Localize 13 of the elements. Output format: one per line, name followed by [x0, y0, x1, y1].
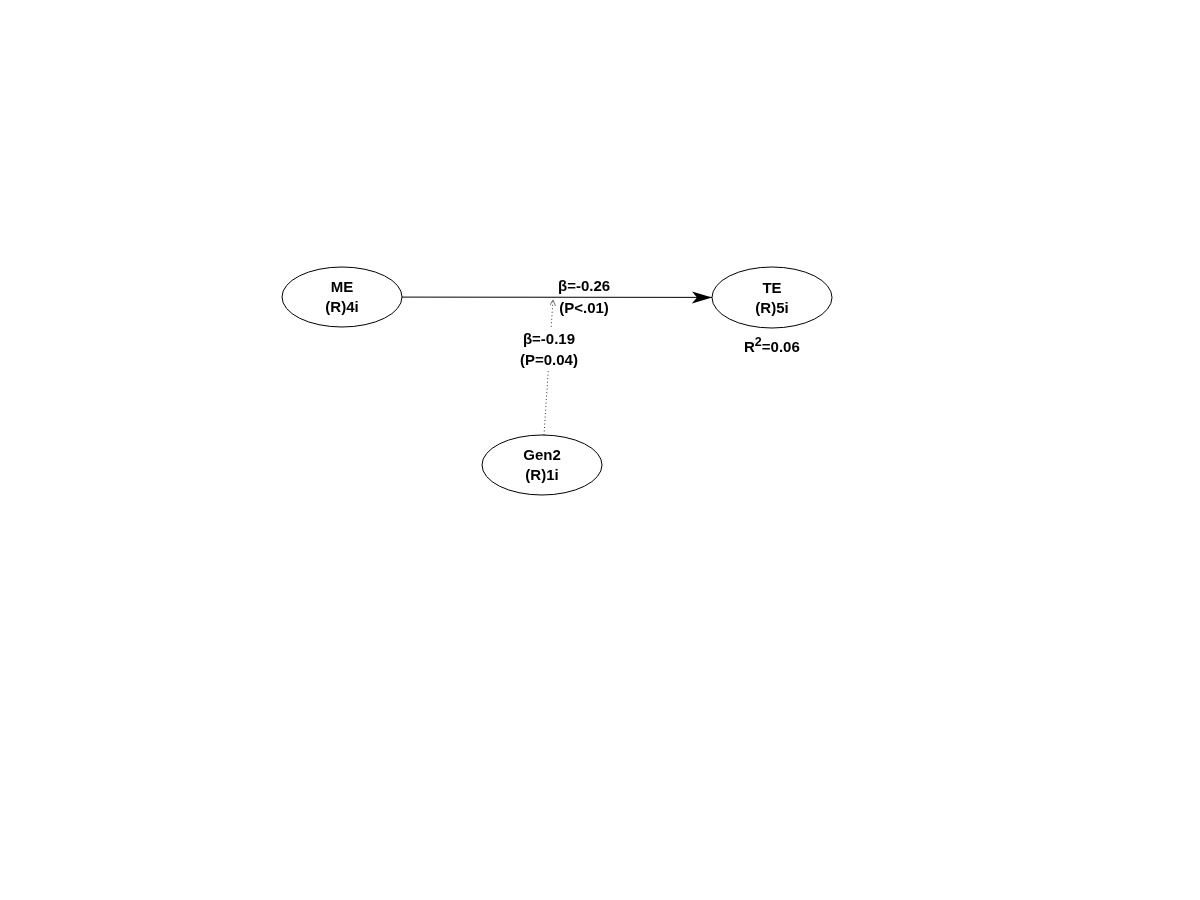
indicator-count: (R)5i: [755, 297, 789, 318]
construct-name: ME: [330, 277, 354, 297]
path-coefficient-label: β=-0.26 (P<.01): [558, 276, 611, 318]
r-squared-label: R$^{2}$=0.06: [744, 335, 800, 355]
indicator-count: (R)1i: [525, 465, 559, 485]
path-coefficient-label: β=-0.19 (P=0.04): [520, 328, 578, 370]
construct-name: Gen2: [523, 445, 561, 465]
arrow: [401, 291, 713, 304]
construct-ellipse: [282, 267, 402, 327]
construct-ellipse: [482, 435, 602, 495]
construct-name: TE: [762, 277, 782, 298]
construct-ellipse: [712, 267, 832, 328]
indicator-count: (R)4i: [325, 297, 359, 317]
